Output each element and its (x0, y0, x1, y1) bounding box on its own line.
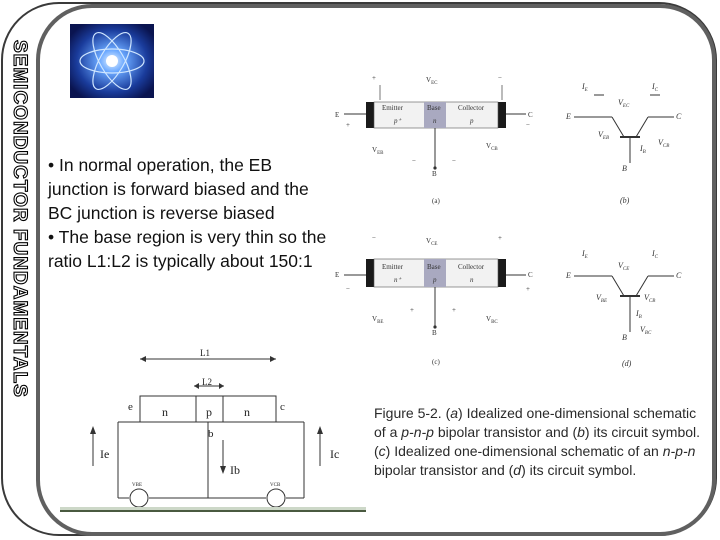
transistor-circuit-diagram: L1 L2 e c n p n b Ie Ib Ic VBE VCB (90, 348, 339, 508)
l1-label: L1 (200, 348, 210, 358)
bottom-rule (60, 507, 366, 510)
plus-sign: + (372, 74, 376, 82)
vec-label: VEC (618, 98, 630, 109)
plus-sign: + (452, 306, 456, 314)
c-terminal-label: C (528, 111, 533, 119)
ib-label: Ib (230, 463, 240, 477)
emitter-type: n⁺ (394, 276, 403, 284)
base-type: n (433, 117, 437, 125)
plus-sign: + (526, 285, 530, 293)
side-title: SEMICONDUCTOR FUNDAMENTALS (8, 39, 30, 398)
vcb-label: VCB (644, 293, 655, 304)
veb-label: VEB (598, 130, 609, 141)
minus-sign: − (498, 74, 502, 82)
minus-sign: − (452, 157, 456, 165)
collector-label: Collector (458, 263, 485, 271)
b-terminal-label: B (622, 333, 627, 342)
vec-label: VEC (426, 76, 438, 86)
bullet-item: • In normal operation, the EB junction i… (48, 155, 309, 223)
ic-label: Ic (330, 447, 339, 461)
vbe-label: VBE (372, 315, 383, 325)
emitter-label: Emitter (382, 104, 404, 112)
vbe-source-label: VBE (132, 483, 142, 488)
minus-sign: − (346, 285, 350, 293)
collector-type: n (470, 276, 474, 284)
vbc-label: VBC (640, 325, 652, 336)
b-terminal-label: B (432, 329, 437, 337)
minus-sign: − (412, 157, 416, 165)
emitter-type: p⁺ (393, 117, 403, 125)
base-label: Base (427, 263, 441, 271)
l2-label: L2 (202, 377, 212, 387)
plus-sign: + (346, 121, 350, 129)
plus-sign: + (410, 306, 414, 314)
figure-c-npn-schematic: − VCE + E C − + VBE VBC + + B (c) Emitte… (335, 234, 533, 366)
p-region-label: p (206, 405, 212, 419)
e-terminal-label: E (335, 271, 339, 279)
vbe-label: VBE (596, 293, 607, 304)
b-terminal-label: B (622, 164, 627, 173)
figure-b-pnp-symbol: IE IC VEC E C VEB VCB IB B (b) (565, 82, 682, 205)
figure-d-label: (d) (622, 359, 632, 368)
atom-logo-image (70, 24, 154, 98)
figure-a-label: (a) (432, 197, 440, 205)
minus-sign: − (526, 121, 530, 129)
ic-label: IC (651, 82, 659, 93)
c-terminal-label: C (676, 271, 682, 280)
vcb-source-label: VCB (270, 483, 281, 488)
vcb-label: VCB (486, 142, 498, 152)
c-terminal-label: C (528, 271, 533, 279)
n-region-label: n (244, 405, 250, 419)
b-label: b (208, 428, 214, 440)
minus-sign: − (372, 234, 376, 242)
veb-label: VEB (372, 146, 384, 156)
e-terminal-label: E (565, 112, 571, 121)
ie-label: IE (581, 249, 588, 260)
base-label: Base (427, 104, 441, 112)
e-label: e (128, 401, 133, 413)
plus-sign: + (498, 234, 502, 242)
ic-label: IC (651, 249, 659, 260)
figure-d-npn-symbol: IE IC VCE E C VBE VCB IB VBC B (d) (565, 249, 682, 368)
vce-label: VCE (426, 237, 437, 247)
c-terminal-label: C (676, 112, 682, 121)
vbe-source-icon (129, 488, 149, 508)
ib-label: IB (639, 144, 646, 155)
vcb-label: VCB (658, 138, 669, 149)
e-terminal-label: E (565, 271, 571, 280)
e-terminal-label: E (335, 111, 339, 119)
n-region-label: n (162, 405, 168, 419)
bullet-list: • In normal operation, the EB junction i… (48, 153, 328, 273)
emitter-label: Emitter (382, 263, 404, 271)
collector-type: p (469, 117, 474, 125)
collector-label: Collector (458, 104, 485, 112)
bottom-rule (60, 510, 366, 512)
figure-caption: Figure 5-2. (a) Idealized one-dimensiona… (374, 405, 701, 478)
ie-label: IE (581, 82, 588, 93)
ib-label: IB (635, 309, 642, 320)
figure-a-pnp-schematic: + VEC − E C + − VEB VCB − − B (a) Emitte… (335, 74, 533, 205)
bullet-item: • The base region is very thin so the ra… (48, 227, 327, 271)
ie-label: Ie (100, 447, 109, 461)
figure-c-label: (c) (432, 358, 440, 366)
base-type: p (432, 276, 437, 284)
vbc-label: VBC (486, 315, 498, 325)
vce-label: VCE (618, 261, 629, 272)
vcb-source-icon (266, 488, 286, 508)
b-terminal-label: B (432, 170, 437, 178)
figure-b-label: (b) (620, 196, 630, 205)
c-label: c (280, 401, 285, 413)
slide-inner-frame (36, 4, 716, 536)
